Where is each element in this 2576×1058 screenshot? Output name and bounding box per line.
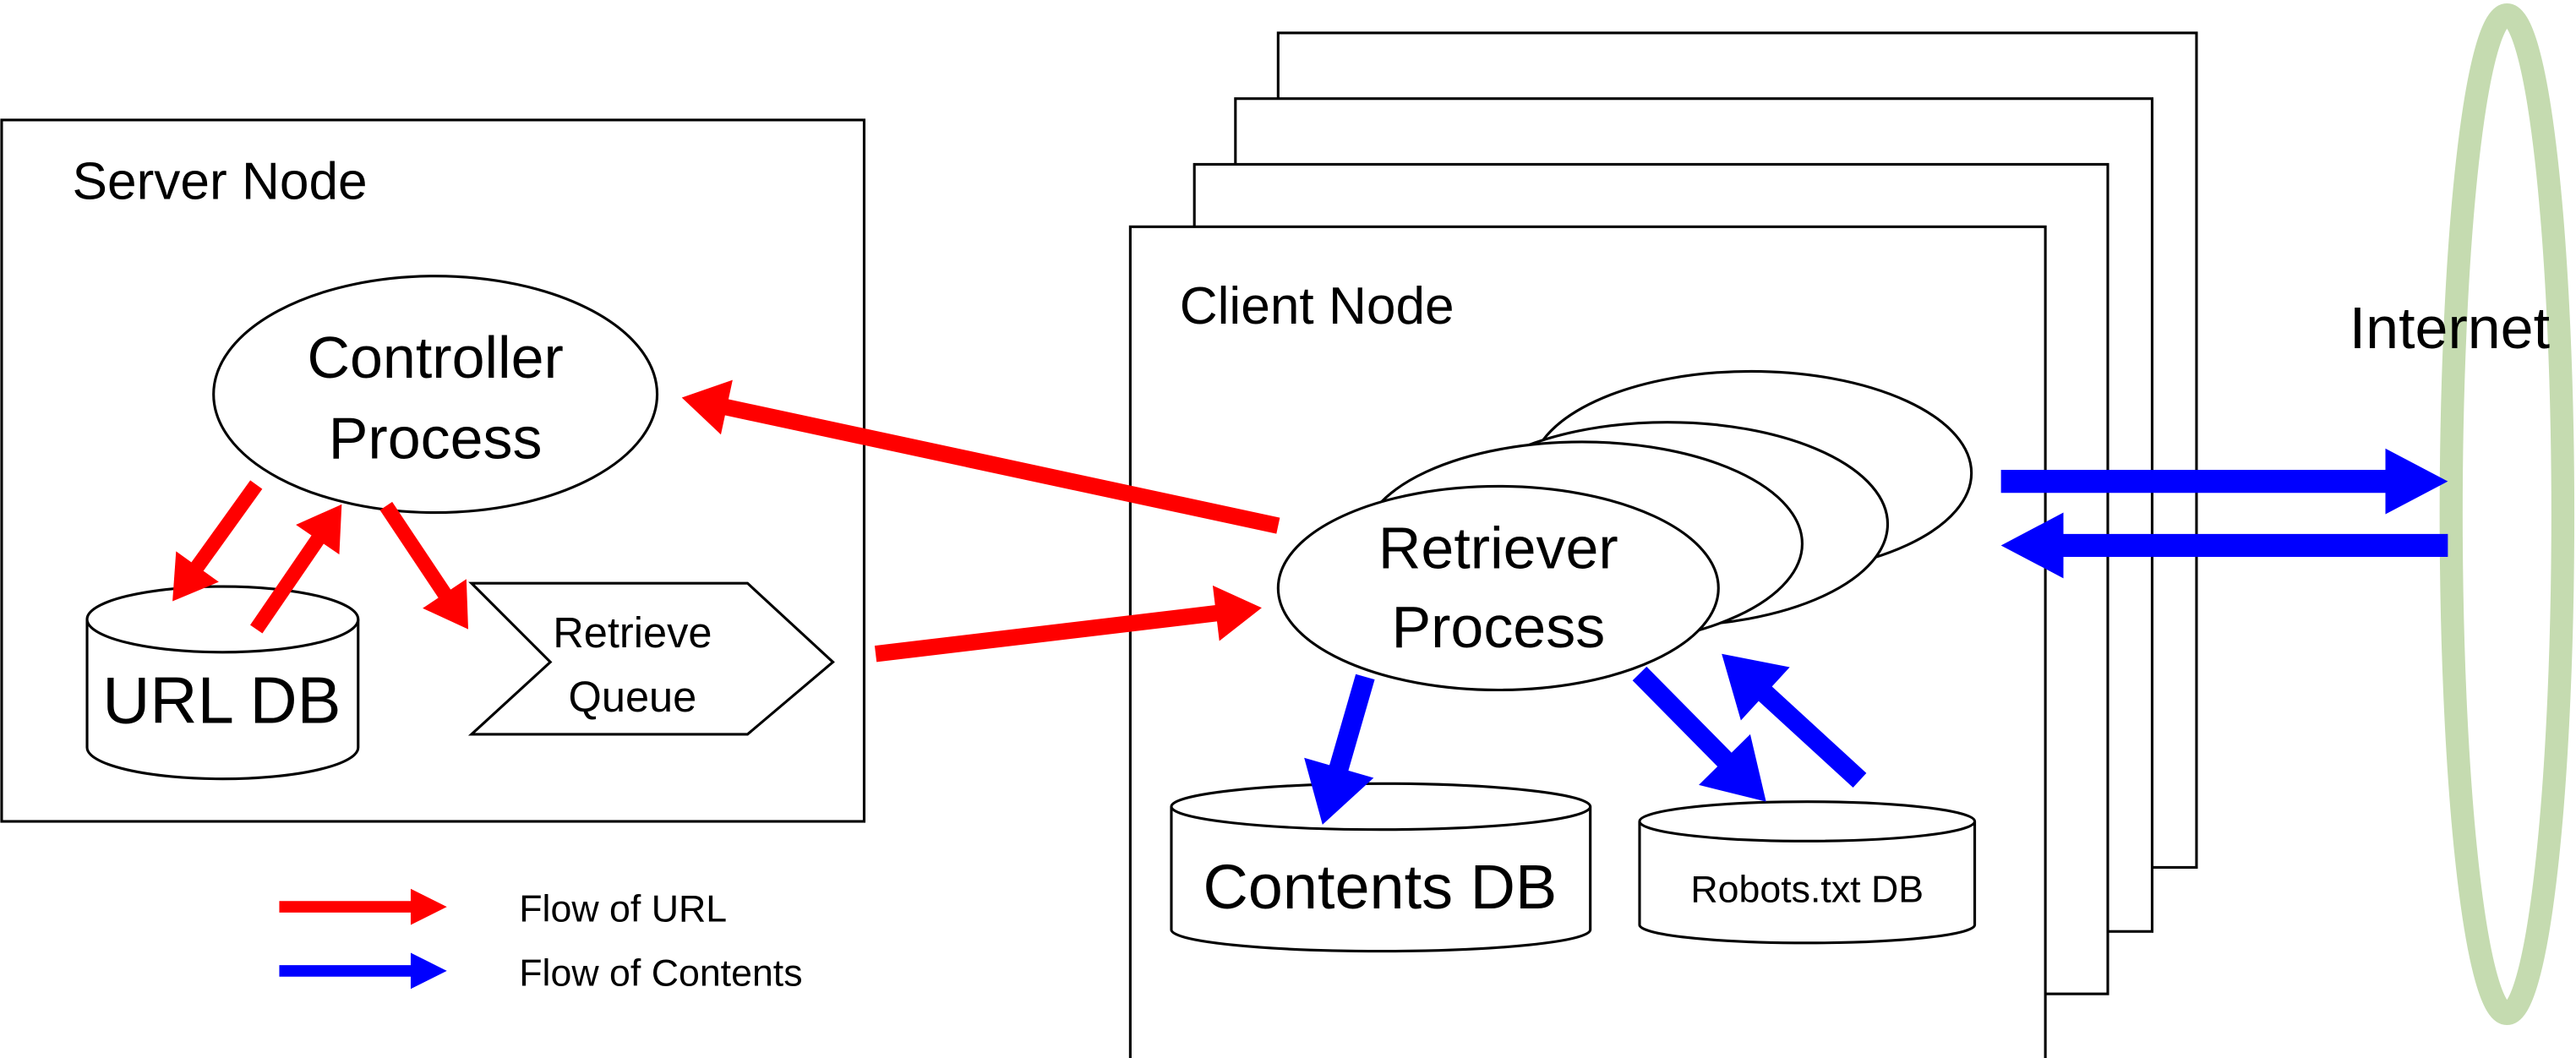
controller-label-line1: Controller [307,324,563,390]
arrow-retriever-to-robotsdb [1632,666,1766,802]
contents-db-label: Contents DB [1203,852,1557,922]
internet-ring [2439,3,2575,1026]
arrow-robotsdb-to-retriever [1722,653,1867,788]
retrieve-queue: Retrieve Queue [467,581,835,736]
arrow-queue-to-retriever-head [1212,585,1262,641]
internet: Internet [2350,3,2575,1026]
arrow-retriever-to-controller-head [681,379,733,435]
legend-url-flow-label: Flow of URL [519,889,727,930]
arrow-robotsdb-to-retriever-shaft [1756,684,1867,788]
retriever-label-line2: Process [1391,594,1605,660]
controller-process: Controller Process [212,275,659,515]
arrow-controller-to-queue-shaft [379,501,453,601]
legend-url-flow-arrow-head [410,888,447,925]
controller-label-line2: Process [329,405,543,471]
arrow-retriever-to-robotsdb-head [1699,734,1766,802]
legend-contents-flow-arrow [279,952,447,990]
arrow-controller-to-urldb-head [172,551,219,602]
arrow-queue-to-retriever-shaft [874,604,1220,663]
retrieve-queue-line1: Retrieve [553,608,712,657]
arrow-controller-to-urldb-shaft [189,480,263,574]
url-db-label: URL DB [102,664,341,737]
retrieve-queue-line2: Queue [569,673,697,721]
contents-db-cylinder: Contents DB [1170,782,1592,953]
server-node: Server Node Controller Process URL DB Re… [0,118,866,823]
retriever-label-line1: Retriever [1378,515,1618,581]
client-node-title: Client Node [1180,277,1454,335]
arrow-internet-to-client-head [2000,512,2064,579]
legend-url-flow-arrow [279,888,447,925]
arrow-retriever-to-contentsdb-shaft [1328,674,1375,774]
robots-db-label: Robots.txt DB [1690,869,1924,910]
arrow-robotsdb-to-retriever-head [1722,653,1790,721]
arrow-controller-to-queue-head [423,579,469,630]
arrow-controller-to-queue [379,501,469,630]
url-db-cylinder: URL DB [85,585,360,781]
arrow-retriever-to-contentsdb-head [1304,757,1374,825]
arrow-controller-to-urldb [172,480,263,602]
arrow-retriever-to-robotsdb-shaft [1632,666,1734,769]
arrow-client-to-internet [2000,448,2448,515]
arrow-urldb-to-controller-shaft [250,532,326,634]
client-node-stack: Client Node Retriever Process Contents D… [1128,31,2198,1058]
flow-arrows [172,379,2448,990]
arrow-urldb-to-controller-head [296,504,342,555]
arrow-urldb-to-controller [250,504,342,634]
legend-contents-flow-label: Flow of Contents [519,952,802,994]
legend: Flow of URL Flow of Contents [519,889,802,995]
arrow-client-to-internet-head [2385,448,2448,515]
retriever-process: Retriever Process [1276,484,1720,692]
server-node-title: Server Node [73,152,368,210]
arrow-internet-to-client [2000,512,2448,579]
arrow-retriever-to-controller-shaft [722,398,1280,534]
arrow-retriever-to-controller [681,379,1280,534]
arrow-retriever-to-contentsdb [1304,674,1375,825]
legend-contents-flow-arrow-head [410,952,447,990]
internet-label: Internet [2350,295,2550,361]
arrow-queue-to-retriever [874,585,1262,663]
robots-db-cylinder: Robots.txt DB [1638,800,1977,945]
